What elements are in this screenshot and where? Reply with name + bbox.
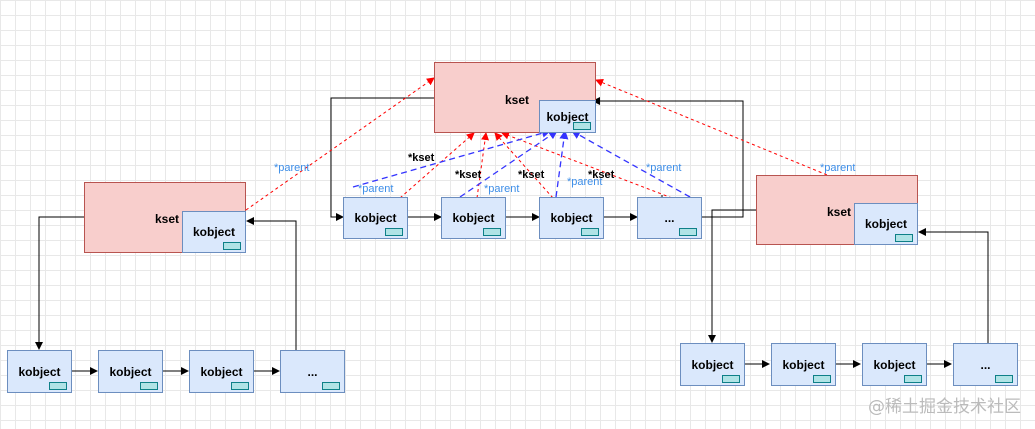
parent-label: *parent <box>484 183 520 195</box>
left-kset-kobject: kobject <box>182 211 246 253</box>
left-kobject-3: kobject <box>189 350 254 393</box>
kobject-tag <box>722 375 740 383</box>
parent-arrow <box>245 77 435 211</box>
parent-label: *parent <box>820 162 856 174</box>
kobject-tag <box>140 382 158 390</box>
list-arrow <box>708 209 756 343</box>
cross-parent-arrows <box>245 77 889 211</box>
kset-pointer-label: *kset <box>408 152 435 164</box>
parent-label: *parent <box>567 176 603 188</box>
top-kobject-1: kobject <box>343 197 408 239</box>
parent-arrow <box>595 78 889 201</box>
parent-arrow <box>399 132 475 199</box>
kobject-tag <box>322 382 340 390</box>
left-kobject-1: kobject <box>7 350 72 393</box>
kset-arrow <box>555 130 569 198</box>
parent-arrow <box>494 132 554 199</box>
kobject-label: kobject <box>550 211 593 225</box>
right-kset-kobject: kobject <box>854 203 918 245</box>
kobject-label: kobject <box>354 211 397 225</box>
kobject-label: kobject <box>873 357 916 372</box>
parent-label: *parent <box>646 162 682 174</box>
ellipsis-label: ... <box>307 364 318 379</box>
list-arrow <box>592 97 744 218</box>
kset-pointer-label: *kset <box>455 169 482 181</box>
kobject-label: kobject <box>691 357 734 372</box>
left-kobject-2: kobject <box>98 350 163 393</box>
parent-arrow <box>501 131 673 199</box>
kset-arrow <box>571 130 691 198</box>
list-arrow <box>918 228 989 343</box>
kobject-label: kobject <box>782 357 825 372</box>
right-kobject-1: kobject <box>680 343 745 386</box>
kobject-tag <box>385 228 403 236</box>
kobject-label: kobject <box>452 211 495 225</box>
parent-label: *parent <box>358 183 394 195</box>
top-kset-arrows <box>352 128 691 198</box>
ellipsis-label: ... <box>664 211 675 225</box>
kset-arrow <box>352 128 551 188</box>
right-kobject-2: kobject <box>771 343 836 386</box>
kobject-label: kobject <box>109 364 152 379</box>
list-arrow <box>330 97 434 221</box>
kset-label: kset <box>827 205 852 219</box>
kset-label: kset <box>155 212 180 226</box>
kobject-label: kobject <box>192 225 235 239</box>
kobject-tag <box>679 228 697 236</box>
kobject-tag <box>895 234 913 242</box>
kobject-label: kobject <box>18 364 61 379</box>
kobject-tag <box>223 242 241 250</box>
right-list-arrows <box>708 209 989 368</box>
top-kobject-3: kobject <box>539 197 604 239</box>
kobject-tag <box>581 228 599 236</box>
kobject-label: kobject <box>200 364 243 379</box>
kset-pointer-label: *kset <box>518 169 545 181</box>
watermark: @稀土掘金技术社区 <box>868 397 1021 417</box>
top-kset-kobject: kobject <box>539 100 596 133</box>
top-kobject-ellipsis: ... <box>637 197 702 239</box>
kobject-tag <box>231 382 249 390</box>
kobject-tag <box>904 375 922 383</box>
list-arrow <box>35 216 84 350</box>
left-list-arrows <box>35 216 297 375</box>
kset-label: kset <box>505 93 530 107</box>
top-parent-arrows <box>399 131 673 199</box>
parent-label: *parent <box>274 162 310 174</box>
kobject-tag <box>483 228 501 236</box>
ellipsis-label: ... <box>980 357 991 372</box>
list-arrow <box>246 217 297 350</box>
kobject-tag <box>573 122 591 130</box>
kobject-label: kobject <box>864 217 907 231</box>
top-kobject-2: kobject <box>441 197 506 239</box>
kobject-label: kobject <box>546 109 589 124</box>
right-kobject-3: kobject <box>862 343 927 386</box>
kobject-tag <box>995 375 1013 383</box>
kobject-tag <box>813 375 831 383</box>
kobject-tag <box>49 382 67 390</box>
right-kobject-ellipsis: ... <box>953 343 1018 386</box>
left-kobject-ellipsis: ... <box>280 350 345 393</box>
kset-pointer-label: *kset <box>588 169 615 181</box>
parent-arrow <box>476 132 490 199</box>
